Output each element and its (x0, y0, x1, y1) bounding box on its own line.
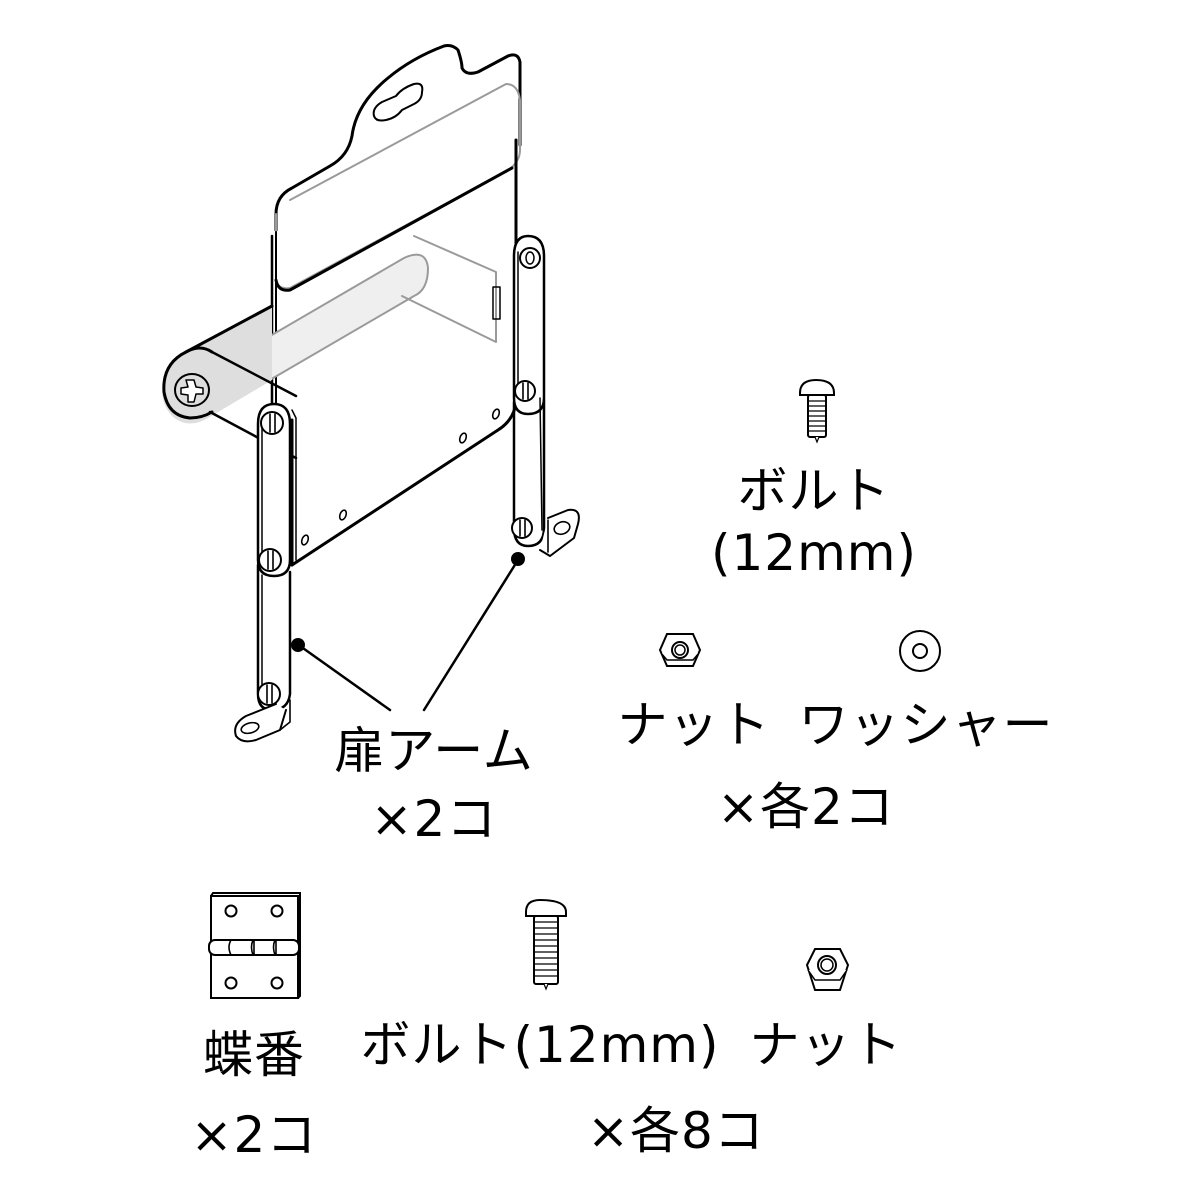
bolt-label: ボルト (737, 462, 891, 520)
hex-nut-icon (658, 633, 702, 667)
door-arm-assembly-icon (162, 44, 580, 743)
hinge-label: 蝶番 (203, 1026, 305, 1084)
bolt-size-label: (12mm) (710, 524, 918, 582)
bottom-nut-label: ナット (749, 1016, 903, 1074)
bolt-icon (799, 378, 835, 444)
door-arm-label: 扉アーム (334, 722, 534, 780)
nut-washer-quantity: ×各2コ (717, 778, 895, 836)
hinge-quantity: ×2コ (190, 1106, 318, 1164)
bolt-icon (525, 898, 567, 991)
bottom-bolt-label: ボルト(12mm) (360, 1016, 720, 1074)
hex-nut-icon (805, 948, 850, 991)
washer-icon (899, 630, 941, 672)
bolt-nut-quantity: ×各8コ (587, 1102, 765, 1160)
nut-label: ナット (617, 696, 771, 754)
washer-label: ワッシャー (798, 696, 1054, 754)
hinge-icon (208, 892, 301, 999)
door-arm-quantity: ×2コ (370, 790, 498, 848)
